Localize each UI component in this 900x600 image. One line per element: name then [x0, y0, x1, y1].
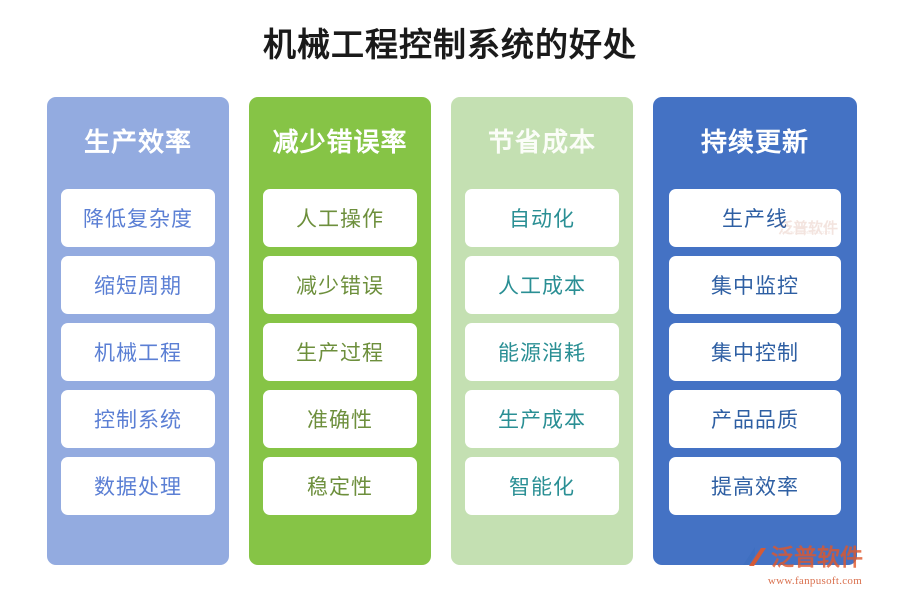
card-item[interactable]: 生产成本 — [465, 390, 619, 448]
card-item[interactable]: 人工成本 — [465, 256, 619, 314]
card-item[interactable]: 减少错误 — [263, 256, 417, 314]
column-continuous-update[interactable]: 持续更新 生产线 集中监控 集中控制 产品品质 提高效率 — [653, 97, 857, 565]
column-save-cost[interactable]: 节省成本 自动化 人工成本 能源消耗 生产成本 智能化 — [451, 97, 633, 565]
column-production-efficiency[interactable]: 生产效率 降低复杂度 缩短周期 机械工程 控制系统 数据处理 — [47, 97, 229, 565]
card-item[interactable]: 产品品质 — [669, 390, 841, 448]
card-item[interactable]: 人工操作 — [263, 189, 417, 247]
columns-container: 生产效率 降低复杂度 缩短周期 机械工程 控制系统 数据处理 减少错误率 人工操… — [47, 97, 857, 565]
column-header-1: 生产效率 — [83, 128, 192, 157]
card-item[interactable]: 生产线 — [669, 189, 841, 247]
card-list-4: 生产线 集中监控 集中控制 产品品质 提高效率 — [653, 189, 857, 515]
watermark-url: www.fanpusoft.com — [767, 575, 863, 587]
column-header-3: 节省成本 — [487, 128, 596, 157]
card-item[interactable]: 降低复杂度 — [61, 189, 215, 247]
card-item[interactable]: 缩短周期 — [61, 256, 215, 314]
card-item[interactable]: 机械工程 — [61, 323, 215, 381]
card-item[interactable]: 稳定性 — [263, 457, 417, 515]
card-item[interactable]: 集中监控 — [669, 256, 841, 314]
card-item[interactable]: 生产过程 — [263, 323, 417, 381]
card-item[interactable]: 集中控制 — [669, 323, 841, 381]
card-item[interactable]: 能源消耗 — [465, 323, 619, 381]
card-item[interactable]: 准确性 — [263, 390, 417, 448]
card-item[interactable]: 控制系统 — [61, 390, 215, 448]
card-item[interactable]: 自动化 — [465, 189, 619, 247]
card-item[interactable]: 提高效率 — [669, 457, 841, 515]
column-header-2: 减少错误率 — [272, 128, 408, 157]
card-list-2: 人工操作 减少错误 生产过程 准确性 稳定性 — [249, 189, 431, 515]
card-item[interactable]: 数据处理 — [61, 457, 215, 515]
column-header-4: 持续更新 — [700, 128, 809, 157]
card-item[interactable]: 智能化 — [465, 457, 619, 515]
card-list-3: 自动化 人工成本 能源消耗 生产成本 智能化 — [451, 189, 633, 515]
column-reduce-error-rate[interactable]: 减少错误率 人工操作 减少错误 生产过程 准确性 稳定性 — [249, 97, 431, 565]
card-list-1: 降低复杂度 缩短周期 机械工程 控制系统 数据处理 — [47, 189, 229, 515]
page-title: 机械工程控制系统的好处 — [263, 28, 637, 64]
